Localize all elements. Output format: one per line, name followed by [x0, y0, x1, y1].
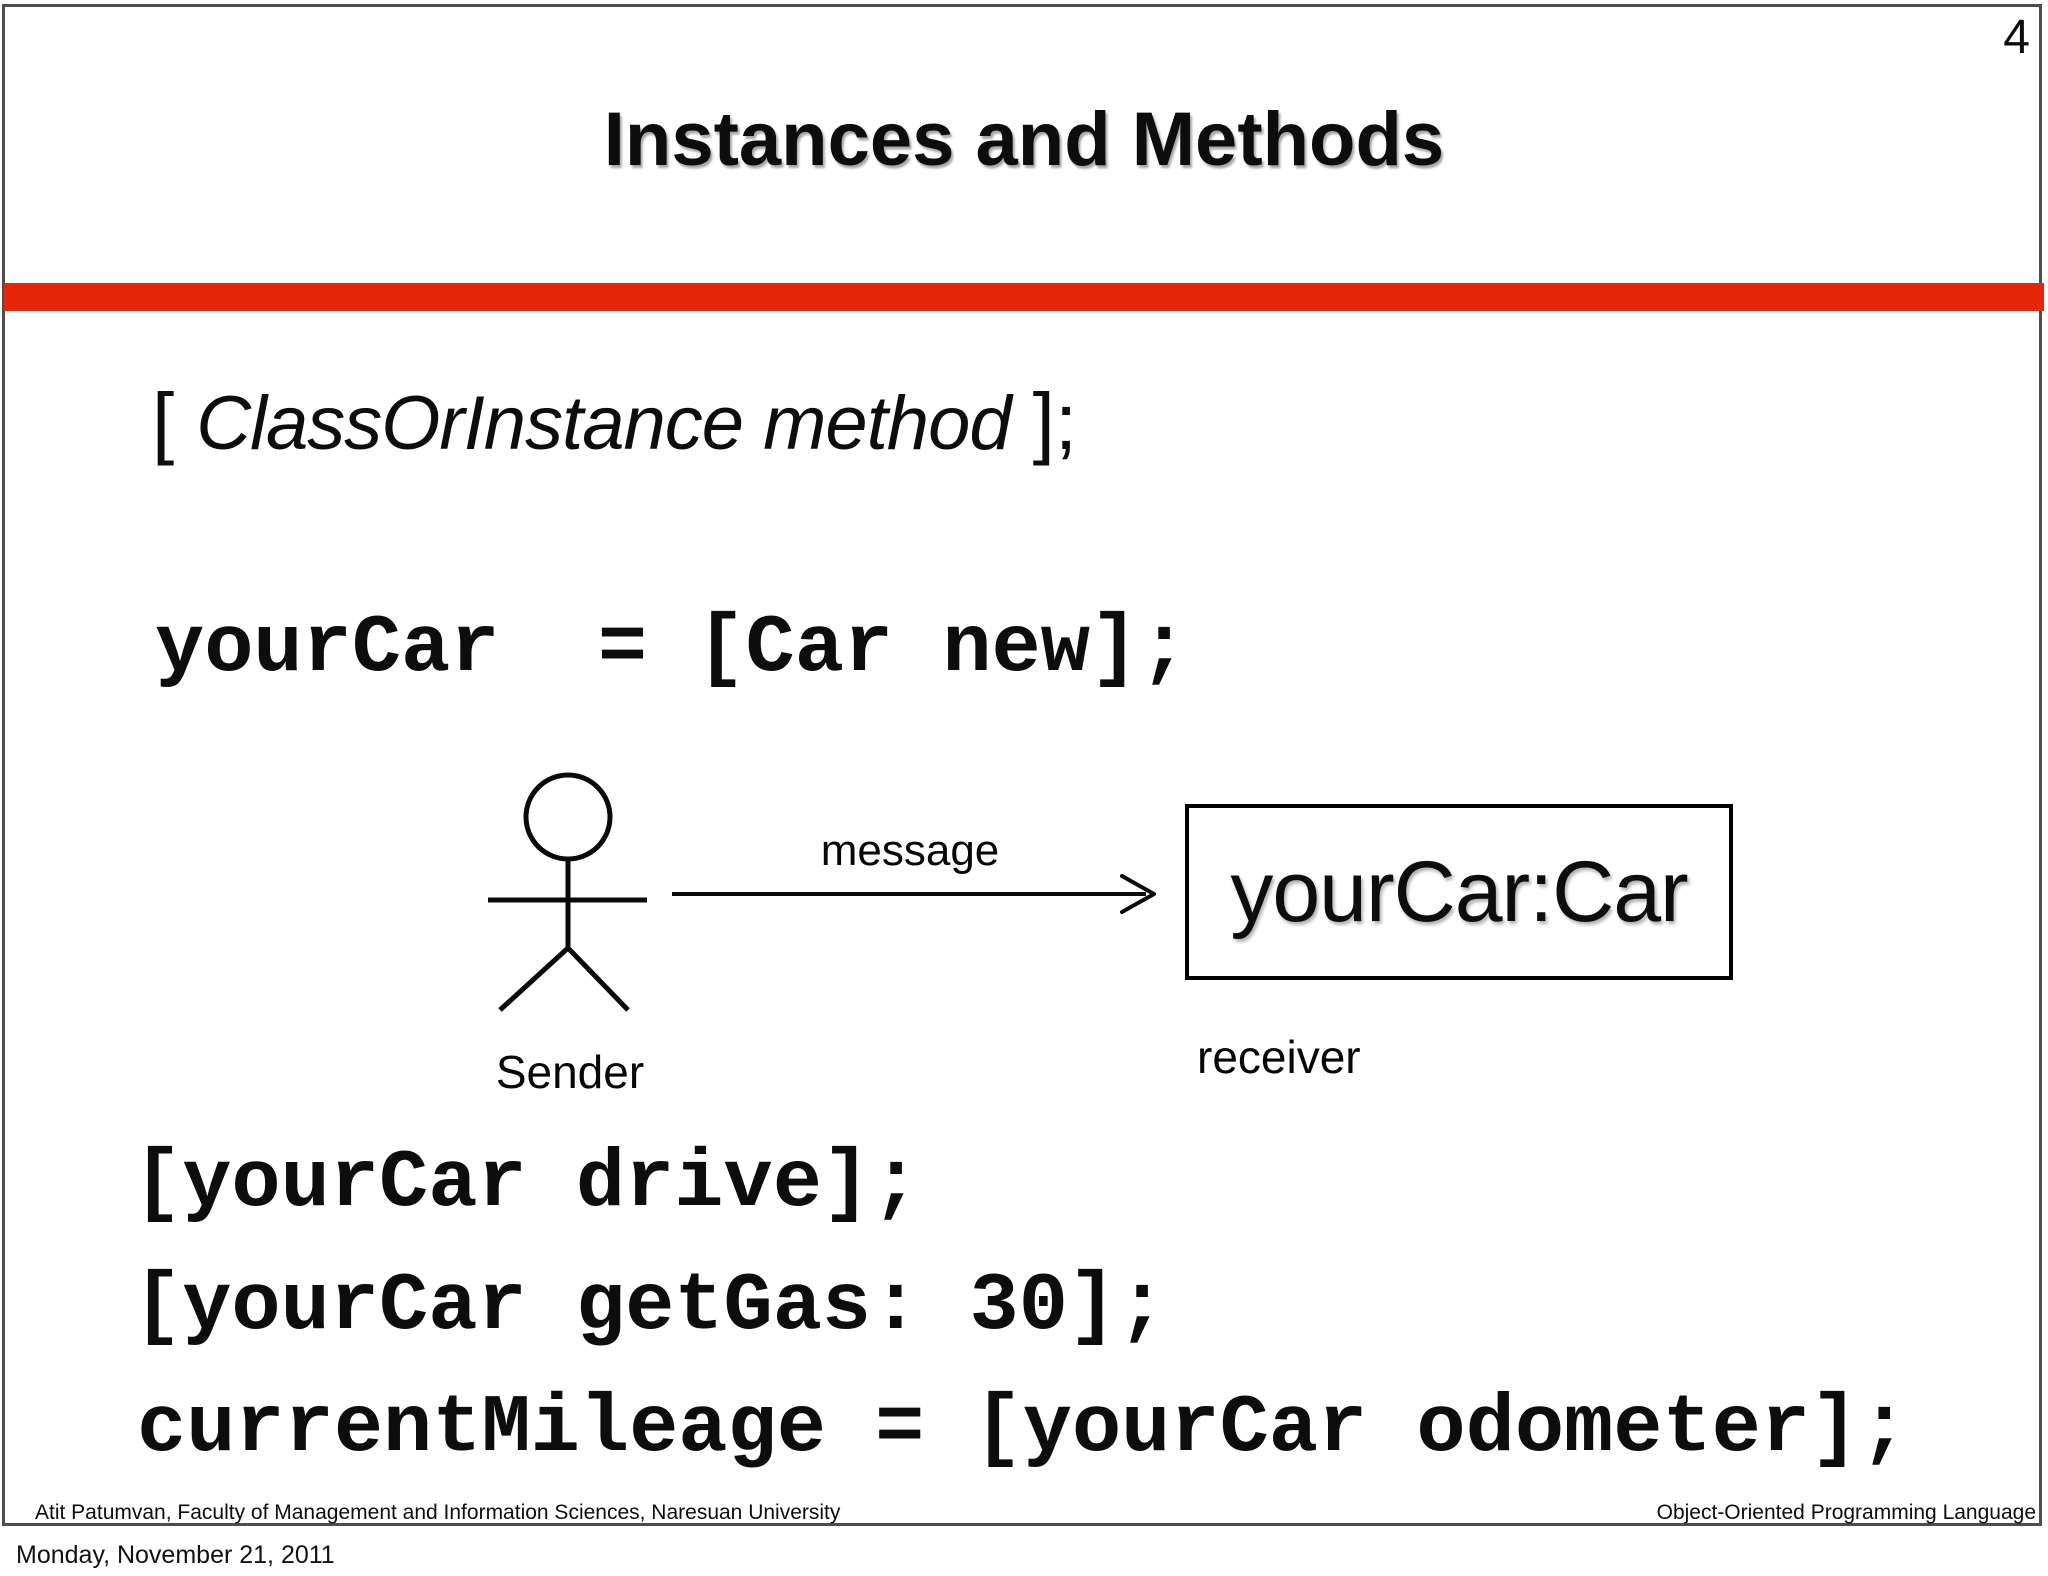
footer-author: Atit Patumvan, Faculty of Management and… [35, 1501, 841, 1524]
code-line-create-instance: yourCar = [Car new]; [155, 602, 1189, 695]
accent-bar [4, 283, 2044, 311]
sender-stick-figure-icon [488, 772, 647, 1012]
slide-frame [2, 4, 2042, 1526]
receiver-object-name: yourCar:Car [1230, 843, 1688, 940]
sender-label: Sender [495, 1046, 645, 1098]
receiver-label: receiver [1197, 1031, 1361, 1083]
message-arrow-icon [672, 874, 1156, 914]
code-line-get-gas: [yourCar getGas: 30]; [133, 1260, 1167, 1353]
page-number: 4 [2003, 11, 2030, 64]
syntax-open-bracket: [ [152, 377, 175, 466]
syntax-line: [ClassOrInstance method]; [152, 376, 1077, 468]
footer-date: Monday, November 21, 2011 [16, 1541, 335, 1569]
syntax-body: ClassOrInstance method [196, 381, 1011, 466]
receiver-object-box: yourCar:Car [1185, 804, 1733, 980]
code-line-drive: [yourCar drive]; [133, 1137, 921, 1230]
footer-course: Object-Oriented Programming Language [1656, 1501, 2036, 1524]
syntax-close-bracket: ]; [1032, 377, 1078, 466]
message-label: message [820, 826, 1000, 875]
page-title: Instances and Methods [603, 97, 1445, 182]
code-line-current-mileage: currentMileage = [yourCar odometer]; [137, 1382, 1909, 1475]
